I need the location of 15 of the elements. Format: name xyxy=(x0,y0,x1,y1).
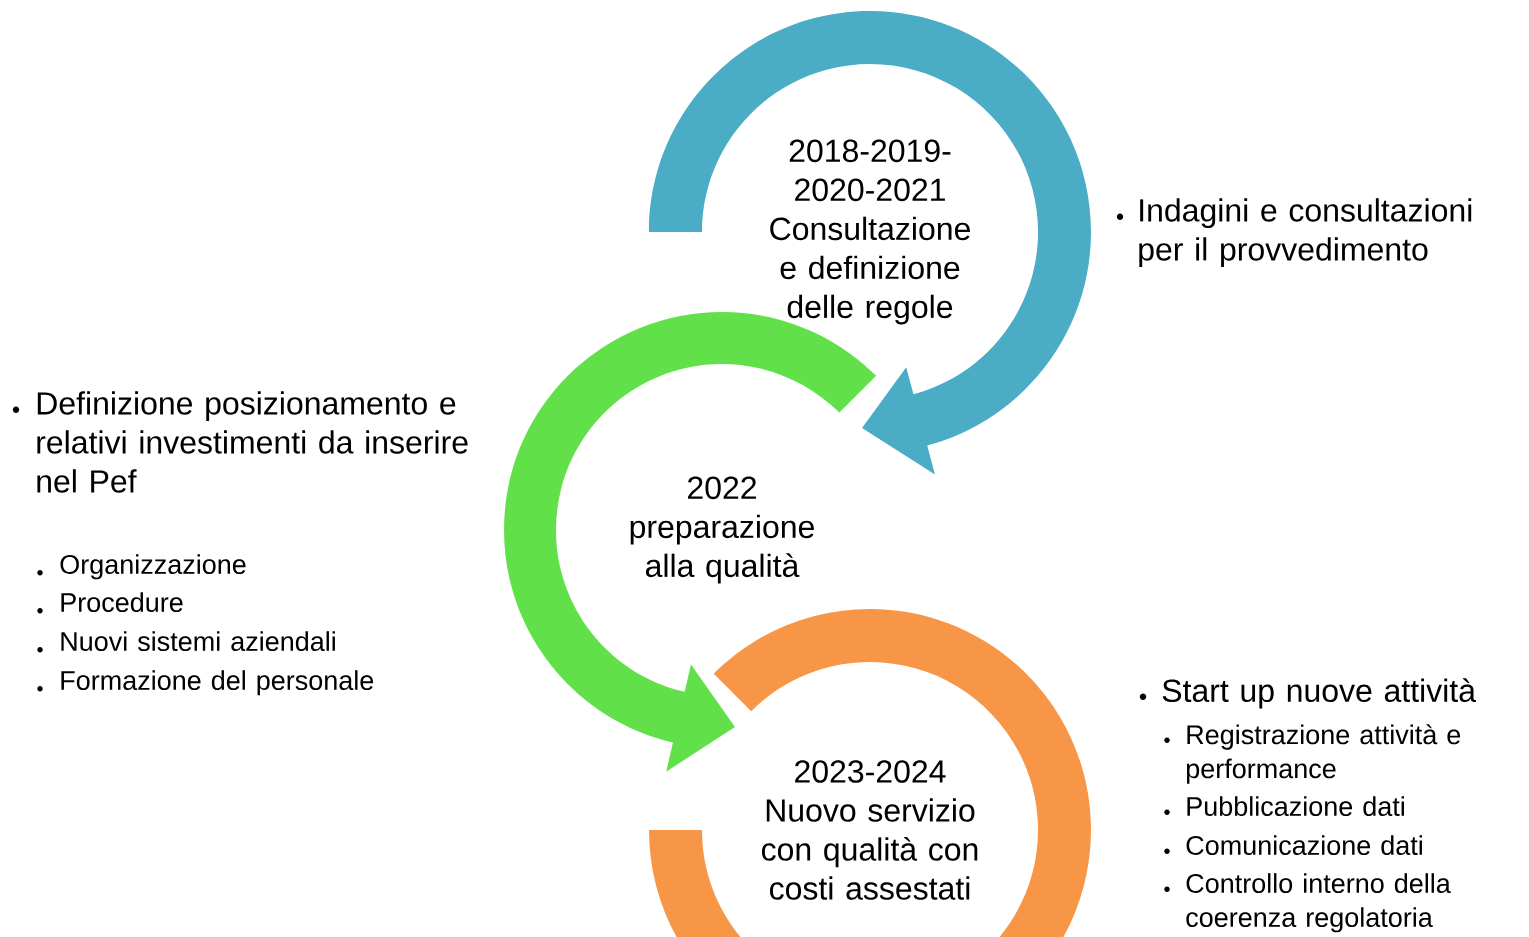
circular-arrow xyxy=(504,312,877,772)
bullet-text: Start up nuove attività xyxy=(1139,678,1476,709)
stage-text: 2022 preparazione alla qualità xyxy=(630,476,814,584)
bullet-text: Nuovi sistemi aziendali xyxy=(37,631,335,653)
bullet-text: Comunicazione dati xyxy=(1164,835,1422,856)
bullet-text: Definizione posizionamento e relativi investimenti da inserire nel Pef xyxy=(12,391,468,493)
circular-arrow xyxy=(649,11,1091,475)
bullet-text: Registrazione attività e performance xyxy=(1164,724,1461,784)
bullet-text: Indagini e consultazioni per il provvedimento xyxy=(1116,198,1472,267)
bullet-text: Formazione del personale xyxy=(37,670,374,696)
bullet-text: Controllo interno della coerenza regolatoria xyxy=(1164,873,1451,933)
bullet-text: Procedure xyxy=(37,592,183,614)
bullet-text: Organizzazione xyxy=(37,554,246,580)
bullet-text: Pubblicazione dati xyxy=(1164,796,1404,817)
stage-text: 2018-2019-2020-2021 Consultazione e definizione delle regole xyxy=(770,139,970,325)
